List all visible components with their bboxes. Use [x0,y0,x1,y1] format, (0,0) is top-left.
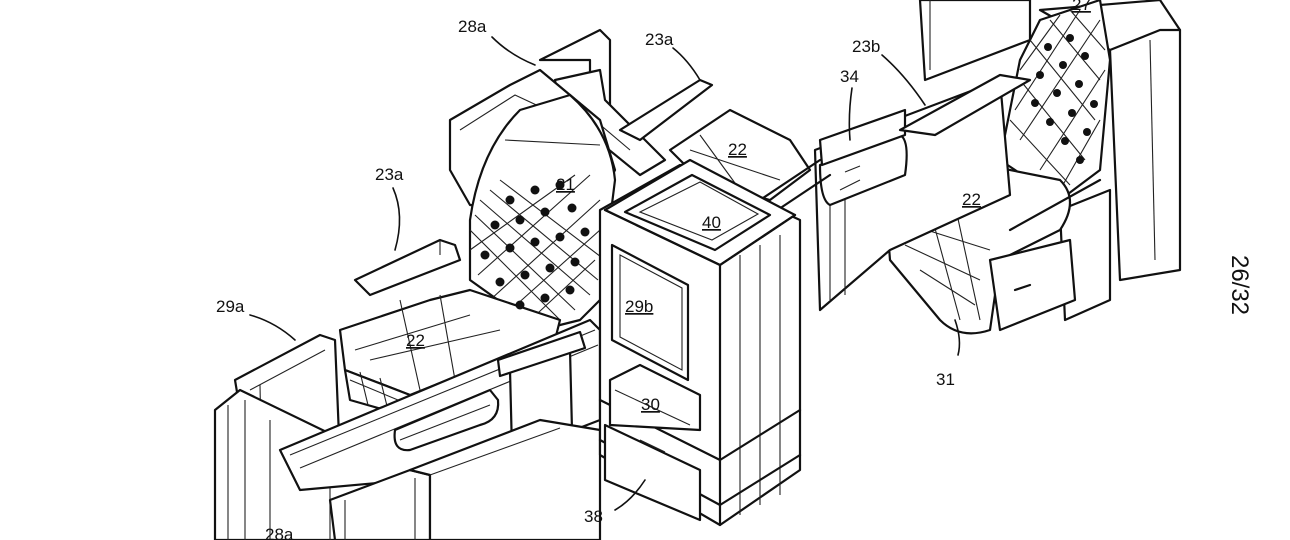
reference-labels: 28a 23a 23b 34 27 22 21 23a 40 22 29a 22… [216,0,1091,540]
lower-left-enclosure [213,318,602,540]
label-28a-bottom: 28a [265,525,294,540]
label-21: 21 [556,175,575,194]
label-27: 27 [1072,0,1091,14]
central-console [598,158,802,527]
label-30: 30 [641,395,660,414]
leader-lines [249,36,961,511]
label-34: 34 [840,67,859,86]
middle-back-shell [538,28,832,217]
sheet-number: 26/32 [1226,255,1253,315]
label-22-right: 22 [962,190,981,209]
right-seat-unit [813,0,1182,335]
label-31: 31 [936,370,955,389]
label-23b: 23b [852,37,880,56]
label-38: 38 [584,507,603,526]
label-23a-left: 23a [375,165,404,184]
label-29b: 29b [625,297,653,316]
label-28a-top: 28a [458,17,487,36]
label-22-middle: 22 [728,140,747,159]
left-seat-quilting [480,180,590,310]
label-29a: 29a [216,297,245,316]
label-23a-top: 23a [645,30,674,49]
right-seat-quilting [1031,34,1098,164]
label-40: 40 [702,213,721,232]
label-22-left: 22 [406,331,425,350]
